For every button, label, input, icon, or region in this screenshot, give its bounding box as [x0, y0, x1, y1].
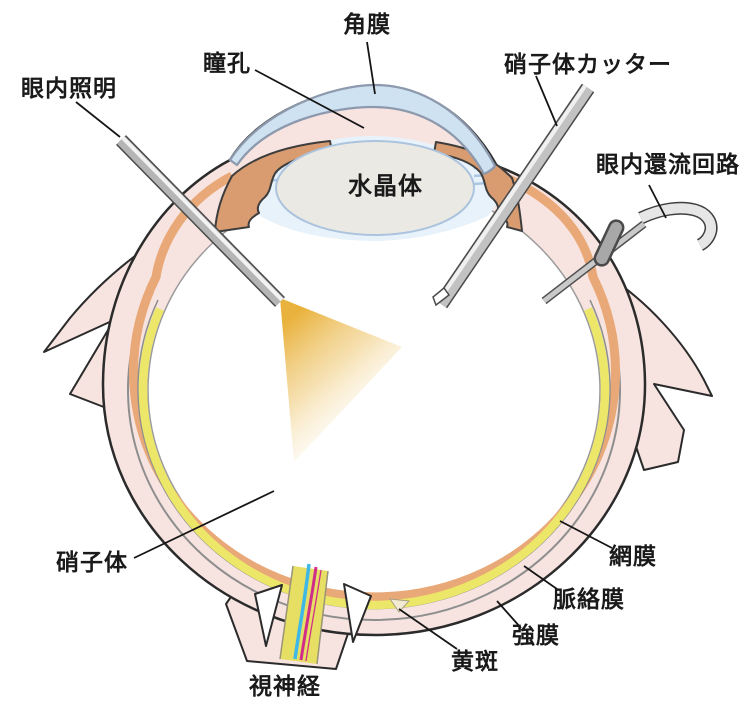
nerve-right-cut-notch: [343, 583, 372, 643]
choroid-layer: [129, 169, 620, 602]
sclera-choroid-separator: [127, 288, 621, 621]
cornea: [228, 83, 497, 176]
leader-macula: [398, 608, 458, 650]
label-lens: 水晶体: [348, 173, 423, 200]
leader-cornea: [366, 41, 376, 95]
cutter-port-notch: [432, 286, 451, 307]
optic-nerve-core-edge-left: [279, 565, 294, 660]
scleral-plug: [593, 219, 625, 267]
label-infusion-line: 眼内還流回路: [596, 151, 740, 177]
leader-retina: [559, 520, 613, 549]
leader-pupil: [254, 69, 365, 129]
central-retinal-vein: [293, 563, 311, 660]
infusion-assembly: [541, 201, 718, 305]
iris-left: [214, 140, 333, 233]
leader-vitreous-body: [133, 490, 275, 559]
optic-nerve-core-edge-right: [316, 570, 329, 665]
illumination-probe: [116, 135, 285, 307]
leader-lines: [75, 41, 667, 650]
label-choroid: 脈絡膜: [553, 586, 625, 612]
label-macula: 黄斑: [451, 648, 499, 674]
vitreous-cutter-instrument: [432, 83, 595, 309]
label-pupil: 瞳孔: [203, 50, 251, 76]
label-optic-nerve: 視神経: [249, 673, 321, 699]
lens: [275, 140, 475, 236]
illumination-light-cone: [280, 298, 402, 462]
retina-layer: [138, 307, 610, 610]
label-endo-illumination: 眼内照明: [21, 75, 117, 101]
central-retinal-artery-branch: [305, 569, 322, 662]
leader-infusion: [648, 184, 667, 219]
leader-sclera: [496, 600, 522, 629]
leader-choroid: [523, 565, 558, 590]
infusion-outer-tube: [638, 203, 717, 250]
label-vitreous-body: 硝子体: [56, 549, 128, 575]
leader-vitreous-cutter: [535, 75, 558, 127]
label-vitreous-cutter: 硝子体カッター: [504, 51, 672, 77]
macula-notch: [388, 598, 411, 613]
nerve-left-cut-notch: [254, 584, 283, 647]
label-cornea: 角膜: [343, 11, 391, 37]
leader-endo-illumination: [75, 101, 121, 138]
label-sclera: 強膜: [512, 622, 560, 648]
central-retinal-artery: [299, 566, 318, 661]
label-retina: 網膜: [609, 543, 657, 569]
optic-nerve-core: [280, 566, 328, 664]
